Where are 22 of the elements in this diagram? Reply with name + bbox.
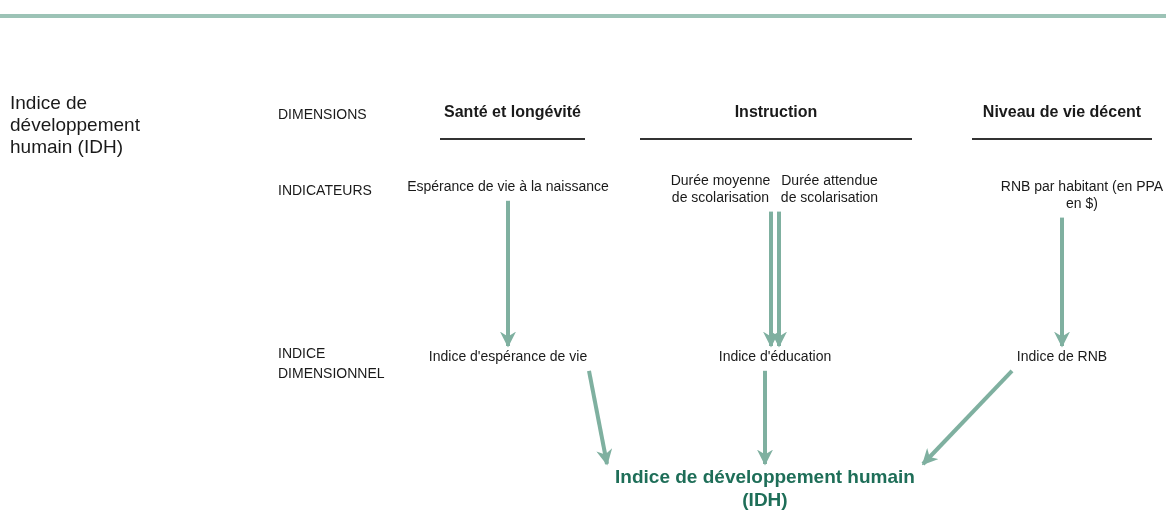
- indicator-label: Indice d'espérance de vie: [425, 348, 591, 365]
- row-label: DIMENSIONS: [278, 105, 367, 124]
- row-label: INDICATEURS: [278, 181, 372, 200]
- arrow: [921, 369, 1014, 466]
- indicator-label: Indice de RNB: [1010, 348, 1114, 365]
- dimension-heading: Santé et longévité: [440, 100, 585, 140]
- indicator-label: Espérance de vie à la naissance: [405, 178, 611, 195]
- indicator-label: Durée moyenne de scolarisation: [668, 172, 773, 206]
- arrow: [587, 370, 613, 466]
- arrow: [757, 370, 773, 466]
- dimension-heading: Niveau de vie décent: [972, 100, 1152, 140]
- arrow: [500, 200, 516, 348]
- indicator-label: Durée attendue de scolarisation: [777, 172, 882, 206]
- row-label: INDICE DIMENSIONNEL: [278, 344, 386, 383]
- indicator-label: RNB par habitant (en PPA en $): [1000, 178, 1164, 212]
- diagram-title: Indice de développement humain (IDH): [10, 92, 141, 158]
- arrow: [763, 211, 779, 348]
- indicator-label: Indice d'éducation: [710, 348, 840, 365]
- arrow: [771, 211, 787, 348]
- arrow: [1054, 217, 1070, 348]
- result-label: Indice de développement humain (IDH): [605, 466, 925, 511]
- dimension-heading: Instruction: [640, 100, 912, 140]
